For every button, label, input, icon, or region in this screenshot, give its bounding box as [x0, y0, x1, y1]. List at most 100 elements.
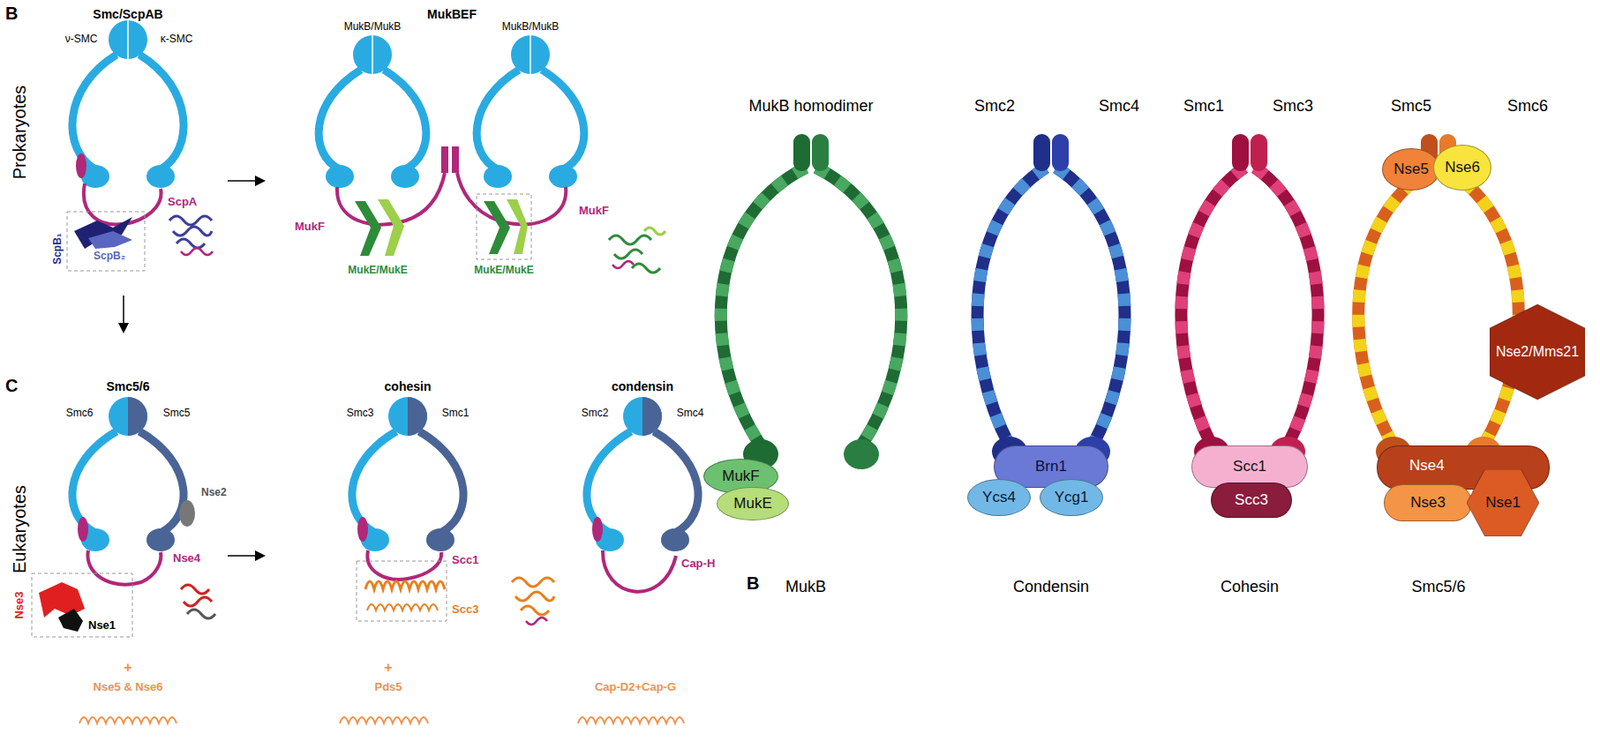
subunit-name: Scc1 [1232, 458, 1267, 476]
smc5-smc6-ring [1358, 134, 1519, 467]
smc-scpab-ring-part [83, 183, 162, 225]
label: Smc2 [581, 407, 609, 421]
smc-scpab-ring-part [75, 153, 87, 179]
mukb-homodimer-ring-part [816, 167, 902, 446]
subunit-name: Ycg1 [1054, 488, 1090, 507]
mukbef-rings-part [390, 165, 420, 188]
mukbef-rings-part [644, 227, 666, 235]
subunit-shape: Ycs4 [967, 479, 1031, 517]
label: Eukaryotes [9, 485, 31, 574]
subunit-shape: MukE [716, 487, 789, 521]
smc5-6-ring-part [77, 517, 89, 542]
mukbef-rings-part [354, 201, 382, 256]
label: Nse3 [13, 591, 27, 619]
label: Smc3 [1272, 97, 1314, 116]
mukb-homodimer-ring-part [843, 439, 879, 470]
label: MukE/MukE [473, 264, 534, 278]
label: MukB homodimer [748, 97, 873, 116]
cohesin-ring-part [356, 561, 447, 622]
cohesin-ring-part [367, 550, 442, 580]
smc5-6-ring-part [179, 500, 196, 527]
mukb-homodimer-ring-part [721, 167, 806, 446]
smc-scpab-ring-part [108, 20, 148, 60]
mukbef-rings [318, 35, 666, 273]
label: Smc6 [1507, 97, 1548, 116]
condensin-ring [578, 397, 699, 724]
smc5-6-ring [31, 397, 216, 724]
subunit-shape: Nse3 [1383, 484, 1473, 522]
label: ScpB₂ [93, 250, 126, 263]
subunit-shape: Scc1 [1191, 445, 1308, 489]
smc-scpab-ring-part [67, 211, 145, 271]
subunit-name: Nse6 [1444, 158, 1480, 177]
label: condensin [611, 379, 674, 394]
label: κ-SMC [160, 33, 194, 46]
mukbef-rings-part [441, 146, 449, 173]
smc5-6-ring-part [31, 573, 133, 638]
mukbef-rings-part [325, 165, 354, 188]
cohesin-ring-part [388, 397, 428, 436]
label: ν-SMC [65, 33, 98, 46]
smc5-6-ring-part [87, 550, 161, 586]
label: + [383, 660, 392, 677]
condensin-ring-part [602, 550, 677, 593]
condensin-smc2-smc4-ring-part [1051, 134, 1069, 172]
smc5-6-ring-part [139, 431, 184, 534]
cohesin-ring-part [367, 604, 438, 611]
smc5-smc6-ring-part [1358, 167, 1434, 446]
label: Cap-H [681, 557, 715, 571]
smc5-6-ring-part [146, 528, 175, 552]
condensin-smc2-smc4-ring-part [1056, 167, 1125, 446]
label: Scc3 [451, 603, 479, 617]
label: Smc4 [676, 407, 705, 421]
cohesin-smc1-smc3-ring-part [1254, 167, 1319, 446]
label: Smc6 [66, 407, 94, 421]
label: MukB [785, 578, 827, 597]
mukb-homodimer-ring-part [811, 134, 829, 172]
arrow [227, 555, 263, 557]
label: Smc1 [1183, 97, 1225, 116]
label: Smc2 [974, 97, 1015, 116]
label: Condensin [1013, 578, 1090, 597]
label: Smc5/6 [105, 379, 150, 394]
condensin-ring-part [578, 717, 684, 724]
cohesin-ring-part [352, 431, 397, 534]
subunit-name: MukF [721, 467, 760, 486]
subunit-name: Nse5 [1393, 160, 1429, 179]
smc-scpab-ring-part [169, 216, 212, 248]
subunit-name: MukE [733, 495, 772, 513]
arrow [122, 295, 125, 331]
mukbef-rings-part [476, 69, 519, 170]
smc5-6-ring-part [58, 608, 83, 632]
smc5-smc6-ring-part [1358, 167, 1434, 446]
mukbef-rings-part [608, 235, 661, 273]
condensin-ring-part [592, 517, 603, 542]
label: Smc5/6 [1411, 578, 1465, 597]
subunit-name: Scc3 [1234, 491, 1269, 510]
smc-scpab-ring-part [127, 20, 129, 60]
mukb-homodimer-ring [721, 134, 902, 470]
mukb-homodimer-ring-part [816, 167, 902, 446]
smc5-6-ring-part [127, 397, 148, 436]
subunit-name: Nse4 [1409, 457, 1445, 475]
condensin-ring-part [661, 528, 690, 552]
label: cohesin [384, 379, 432, 394]
smc5-6-ring-part [38, 582, 85, 618]
label: C [5, 375, 18, 397]
mukbef-rings-part [476, 194, 532, 260]
mukbef-rings-part [541, 69, 585, 170]
label: ScpA [167, 195, 197, 210]
subunit-shape: Nse5 [1382, 148, 1441, 191]
smc5-6-ring-part [72, 431, 117, 534]
subunit-name: Nse3 [1410, 494, 1446, 512]
cohesin-ring-part [339, 717, 429, 724]
condensin-smc2-smc4-ring-part [977, 167, 1046, 446]
label: + [123, 660, 132, 677]
label: Nse5 & Nse6 [93, 681, 164, 695]
label: Cap-D2+Cap-G [594, 681, 677, 695]
smc5-6-ring-part [79, 717, 177, 724]
arrow [227, 180, 263, 182]
mukbef-rings-part [483, 201, 511, 255]
subunit-name: Nse2/Mms21 [1495, 344, 1579, 361]
